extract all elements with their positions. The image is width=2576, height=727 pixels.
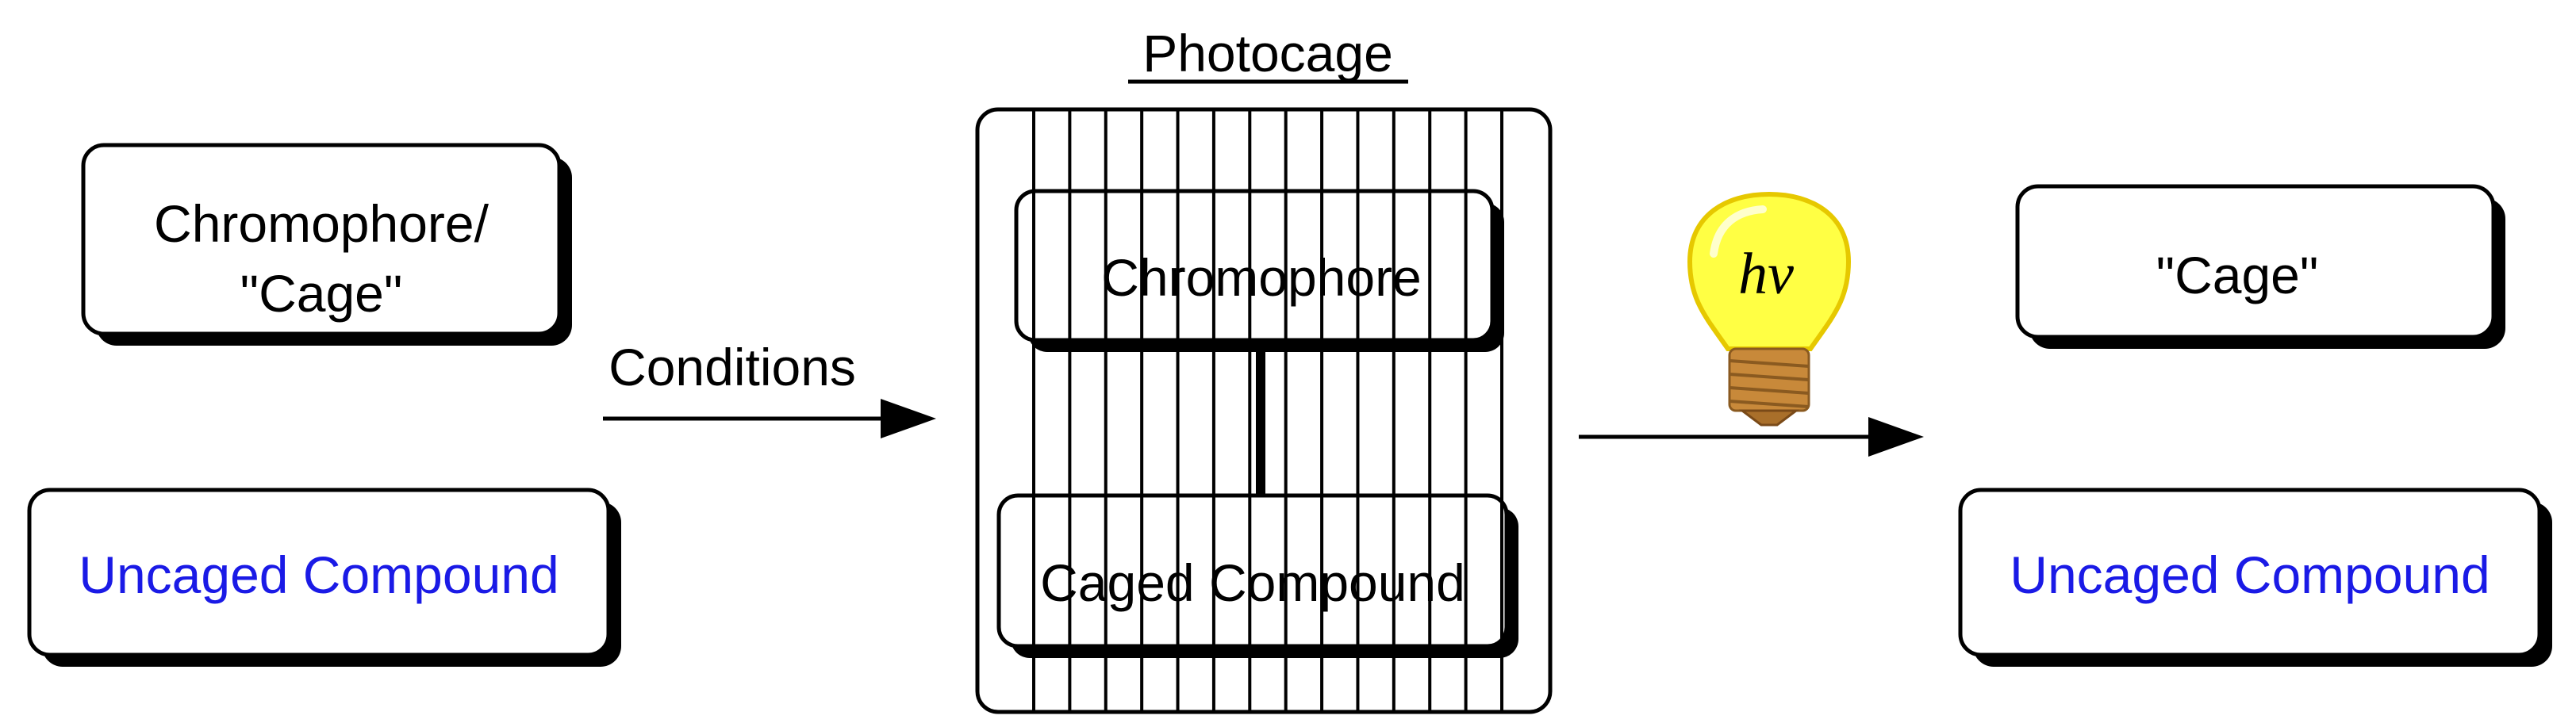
uncaged-compound-label-right: Uncaged Compound bbox=[2010, 545, 2490, 604]
photocage-caged-compound-box: Caged Compound bbox=[996, 493, 1518, 658]
photocage-bars bbox=[1032, 109, 1503, 712]
cage-label-right: "Cage" bbox=[2156, 246, 2319, 304]
cage-box-right: "Cage" bbox=[2015, 184, 2505, 349]
chromophore-cage-box: Chromophore/ "Cage" bbox=[81, 143, 572, 346]
uncaged-compound-box-right: Uncaged Compound bbox=[1958, 488, 2552, 667]
uncaged-compound-label-left: Uncaged Compound bbox=[79, 545, 559, 604]
uncaged-compound-box-left: Uncaged Compound bbox=[27, 488, 621, 667]
chromophore-cage-label-line2: "Cage" bbox=[240, 264, 403, 323]
conditions-label: Conditions bbox=[608, 338, 856, 396]
chromophore-cage-label-line1: Chromophore/ bbox=[154, 194, 489, 253]
photocage-caged-compound-label: Caged Compound bbox=[1040, 553, 1465, 612]
photocage: Photocage Chromophore Caged Compound bbox=[975, 24, 1553, 714]
photocage-title: Photocage bbox=[1142, 24, 1393, 82]
light-bulb-icon bbox=[1687, 191, 1852, 427]
photocage-chromophore-box: Chromophore bbox=[1014, 189, 1504, 352]
hv-label: hv bbox=[1738, 242, 1794, 307]
photocage-chromophore-label: Chromophore bbox=[1101, 248, 1422, 307]
photocage-tether bbox=[1256, 340, 1265, 496]
